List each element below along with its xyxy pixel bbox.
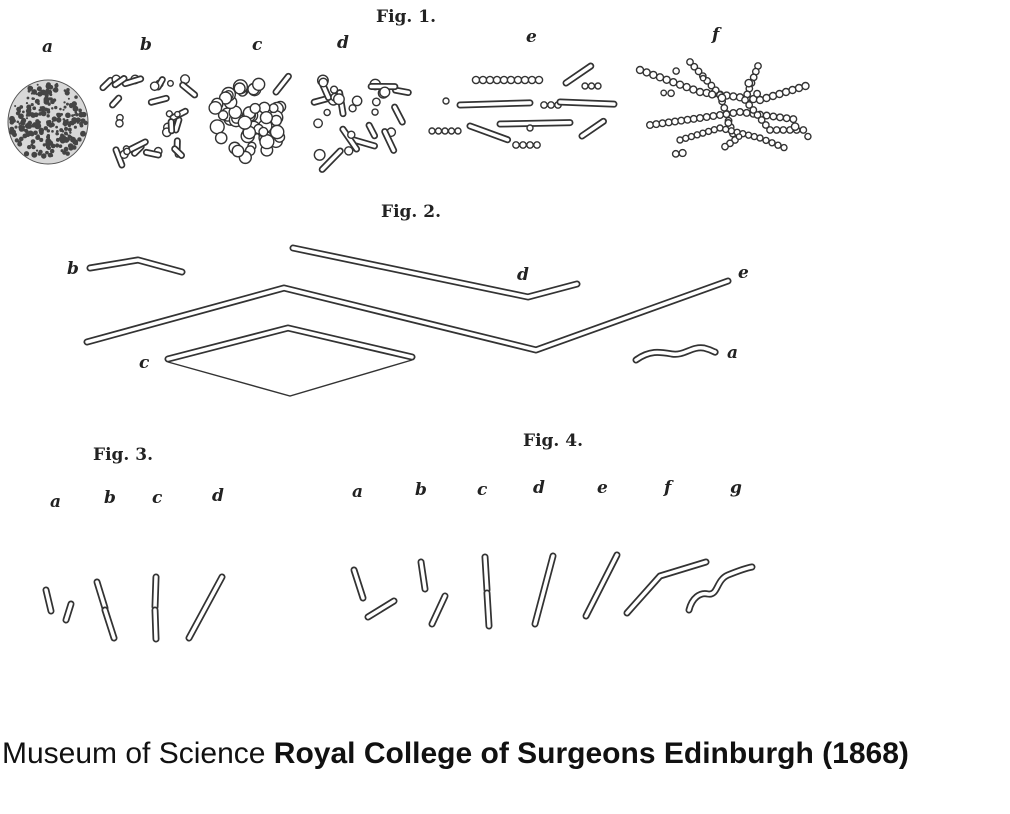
figure-3-label-b: b <box>104 488 116 508</box>
chains-f <box>635 58 812 158</box>
figure-4-title: Fig. 4. <box>523 431 583 451</box>
figure-3-label-a: a <box>50 492 61 512</box>
figure-1-label-d: d <box>337 33 349 53</box>
figure-1-title: Fig. 1. <box>376 7 436 27</box>
figure-4-label-b: b <box>415 480 427 500</box>
chains-e <box>428 62 618 149</box>
bacillus-4c <box>481 553 493 630</box>
figure-4-label-d: d <box>533 478 545 498</box>
colony-a <box>7 79 89 165</box>
figure-4-label-f: f <box>663 478 674 498</box>
figure-1-label-c: c <box>252 35 263 55</box>
bacillus-3b <box>93 578 118 642</box>
figure-3: Fig. 3. a b c d <box>42 445 226 643</box>
bacillus-3c <box>151 573 160 643</box>
figure-2-label-a: a <box>727 343 738 363</box>
figure-2-label-c: c <box>139 353 150 373</box>
caption-museum: Museum of Science <box>2 737 274 770</box>
figure-1-label-a: a <box>42 37 53 57</box>
figure-1-label-f: f <box>711 25 722 45</box>
figure-1-label-e: e <box>526 27 537 47</box>
bacillus-4g <box>685 563 756 614</box>
bacillus-3d <box>185 573 226 642</box>
colony-c <box>208 72 292 165</box>
figure-4-label-a: a <box>352 482 363 502</box>
figure-2-label-d: d <box>517 265 529 285</box>
bacillus-4f <box>623 558 710 617</box>
colony-b <box>99 74 199 169</box>
bacillus-4a <box>350 566 398 621</box>
filament-c <box>164 324 416 397</box>
figure-3-title: Fig. 3. <box>93 445 153 465</box>
figure-2-label-b: b <box>67 259 79 279</box>
filament-a <box>632 344 719 364</box>
caption-institution: Royal College of Surgeons Edinburgh (186… <box>273 737 909 770</box>
colony-d <box>310 74 412 173</box>
figure-2-label-e: e <box>738 263 749 283</box>
image-caption: Museum of Science Royal College of Surge… <box>2 737 909 771</box>
bacillus-4d <box>531 552 557 628</box>
filament-d <box>289 244 581 301</box>
figure-4-label-c: c <box>477 480 488 500</box>
figure-3-label-d: d <box>212 486 224 506</box>
figure-4-label-g: g <box>730 478 742 498</box>
figure-2-title: Fig. 2. <box>381 202 441 222</box>
bacillus-4e <box>582 551 621 620</box>
figure-1: Fig. 1. a b c d e f <box>7 7 812 173</box>
filament-b <box>86 256 186 276</box>
bacteria-illustration-plate: Fig. 1. a b c d e f Fig. 2. b d e c a <box>7 7 812 643</box>
filament-e <box>83 277 732 354</box>
figure-4-label-e: e <box>597 478 608 498</box>
figure-3-label-c: c <box>152 488 163 508</box>
figure-1-label-b: b <box>140 35 152 55</box>
figure-4: Fig. 4. a b c d e f g <box>350 431 756 630</box>
bacillus-4b <box>417 558 449 628</box>
bacillus-3a <box>42 586 75 624</box>
figure-2: Fig. 2. b d e c a <box>67 202 749 397</box>
